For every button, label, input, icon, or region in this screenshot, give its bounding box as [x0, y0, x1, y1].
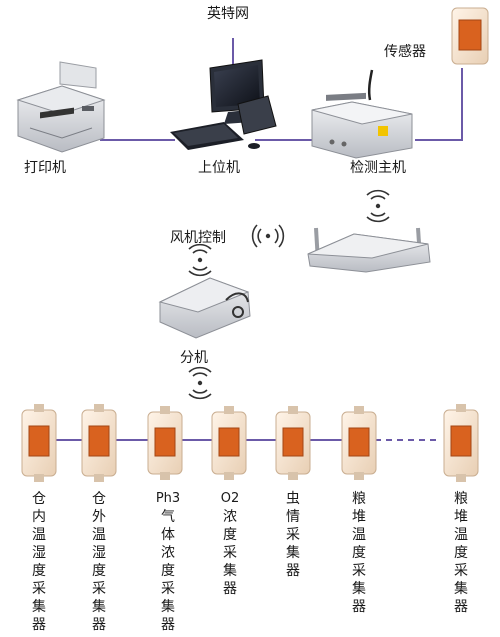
collector-prefix-4: O2 — [220, 491, 240, 506]
collector-prefix-3: Ph3 — [155, 491, 181, 506]
host-pc-icon — [170, 59, 277, 150]
fan-control-label: 风机控制 — [170, 230, 226, 246]
wireless-router-icon — [307, 227, 431, 273]
collector-label-1: 仓内温湿度采集器 — [32, 491, 46, 633]
collector-label-5: 虫情采集器 — [286, 491, 300, 579]
sub-unit-label: 分机 — [180, 350, 208, 366]
collector-sensor-2 — [81, 404, 117, 482]
collector-label-4: O2 浓度采集器 — [210, 490, 250, 598]
collector-label-3: Ph3 气体浓度采集器 — [148, 490, 188, 634]
sensor-icon — [451, 7, 489, 65]
collector-sensor-5 — [275, 406, 311, 480]
collector-sensor-3 — [147, 406, 183, 480]
detector-sensor-link — [415, 68, 463, 141]
collector-text-3: 气体浓度采集器 — [161, 509, 175, 633]
collector-sensor-4 — [211, 406, 247, 480]
detector-label: 检测主机 — [350, 160, 406, 176]
collector-label-6: 粮堆温度采集器 — [352, 491, 366, 615]
printer-label: 打印机 — [24, 160, 66, 176]
collector-text-4: 浓度采集器 — [223, 509, 237, 597]
collector-sensor-1 — [21, 404, 57, 482]
collector-sensors — [21, 404, 479, 482]
collector-label-7: 粮堆温度采集器 — [454, 491, 468, 615]
wireless-signal-icon-detector — [366, 189, 390, 223]
wireless-signal-icon-subunit-top — [188, 243, 212, 277]
sub-unit-icon — [158, 277, 251, 339]
collector-sensor-7 — [443, 404, 479, 482]
collector-label-2: 仓外温湿度采集器 — [92, 491, 106, 633]
collector-sensor-6 — [341, 406, 377, 480]
internet-label: 英特网 — [207, 6, 249, 22]
sensor-label: 传感器 — [384, 44, 426, 60]
wireless-signal-icon-fan — [251, 224, 285, 248]
printer-icon — [16, 61, 106, 153]
host-pc-label: 上位机 — [198, 160, 240, 176]
wireless-signal-icon-subunit-bottom — [188, 366, 212, 400]
detector-host-icon — [311, 69, 413, 159]
